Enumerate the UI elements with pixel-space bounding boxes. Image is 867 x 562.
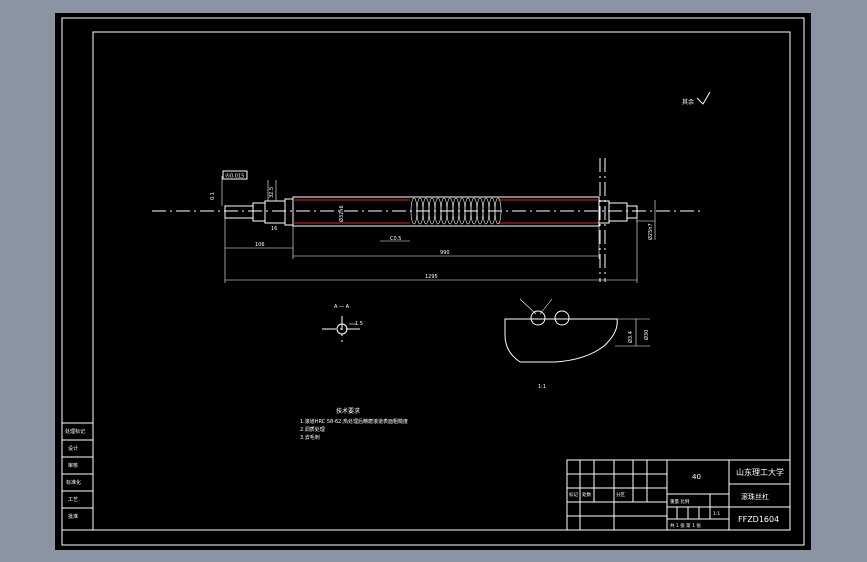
title-sheet-num: 1:1 bbox=[713, 511, 720, 517]
tolerance-frame bbox=[222, 170, 248, 180]
left-table-2: 审核 bbox=[68, 462, 78, 469]
tech-req-title: 技术要求 bbox=[336, 407, 360, 415]
section-a-view bbox=[322, 316, 362, 342]
title-school: 山东理工大学 bbox=[736, 467, 784, 477]
dim-32-5: 32.5 bbox=[269, 187, 275, 198]
section-b-view bbox=[504, 298, 650, 363]
section-b-dim1: Ø3.4 bbox=[627, 331, 634, 343]
section-a-label: A — A bbox=[334, 304, 350, 310]
tech-req-line-3: 3.去毛刺 bbox=[300, 434, 320, 441]
inner-frame bbox=[92, 31, 791, 531]
roughness-note: 其余 bbox=[682, 98, 694, 106]
dim-dia-32: Ø32h6 bbox=[338, 205, 345, 222]
left-table-3: 标准化 bbox=[66, 479, 81, 486]
left-table-5: 批准 bbox=[68, 513, 78, 520]
dimension-lines bbox=[221, 176, 656, 283]
dim-1295: 1295 bbox=[425, 274, 438, 280]
title-row-label-0: 标记 bbox=[569, 491, 578, 498]
title-drawing-no: FFZD1604 bbox=[738, 515, 779, 524]
left-side-table bbox=[61, 422, 94, 531]
left-table-0: 处理标记 bbox=[65, 428, 85, 435]
dim-0-1: 0.1 bbox=[210, 192, 216, 200]
dim-106: 106 bbox=[255, 242, 265, 248]
outer-frame bbox=[61, 17, 805, 546]
tech-req-line-1: 1.滚道HRC 58-62,热处理后精磨滚道表面粗糙度 bbox=[300, 418, 408, 425]
left-table-4: 工艺 bbox=[68, 497, 78, 503]
title-weight-label: 重量 比例 bbox=[670, 498, 690, 505]
dim-990: 990 bbox=[440, 250, 450, 256]
dim-16: 16 bbox=[271, 226, 277, 232]
title-block bbox=[566, 459, 791, 531]
title-sheet-label: 共 1 张 第 1 张 bbox=[670, 522, 701, 529]
title-row-label-1: 处数 bbox=[582, 491, 591, 498]
title-scale-value: 40 bbox=[692, 473, 701, 481]
thread-section bbox=[410, 197, 502, 225]
ball-screw-shaft bbox=[224, 196, 638, 227]
dim-chamfer: C0.5 bbox=[390, 236, 401, 242]
title-part-name: 滚珠丝杠 bbox=[741, 492, 769, 501]
tolerance-box: Ⓐ0.015 bbox=[225, 173, 244, 180]
section-a-dim: 1.5 bbox=[355, 321, 363, 327]
left-table-1: 设计 bbox=[68, 445, 78, 452]
roughness-symbol bbox=[696, 91, 711, 105]
dim-dia-25: Ø25h7 bbox=[647, 223, 654, 240]
section-b-scale: 1:1 bbox=[538, 384, 546, 390]
section-b-dim2: Ø30 bbox=[643, 330, 650, 340]
title-row-label-2: 分区 bbox=[616, 491, 625, 498]
tech-req-line-2: 2.调质处理 bbox=[300, 426, 325, 433]
thread-coil bbox=[494, 197, 502, 225]
